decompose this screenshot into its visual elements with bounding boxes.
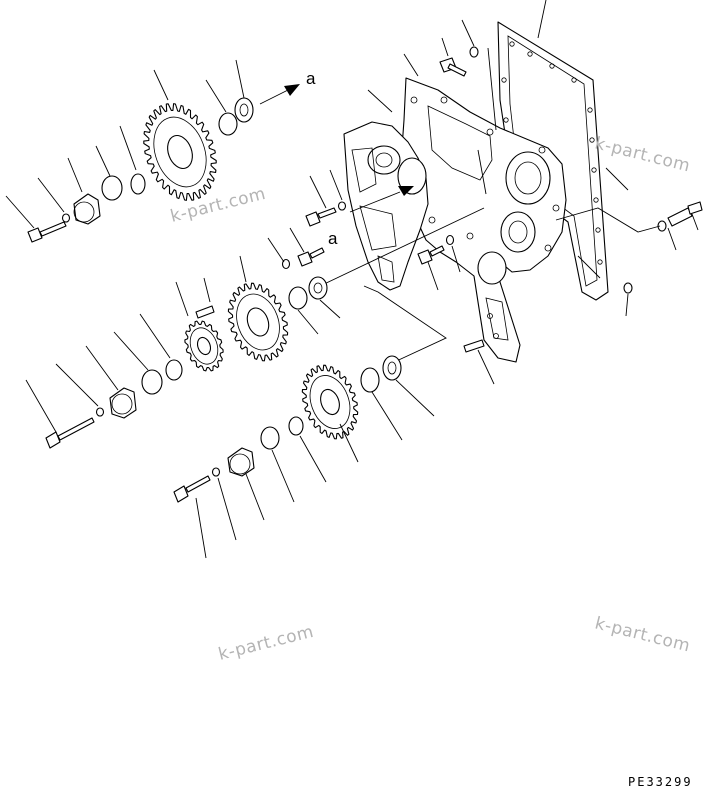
middle-large-gear — [227, 282, 289, 362]
middle-gear-leaders — [25, 255, 341, 433]
leader-plug — [625, 293, 629, 317]
leader-cover-right — [555, 207, 661, 233]
lower-lock-washer — [211, 467, 221, 477]
leader-dowel — [477, 349, 495, 385]
bushing-ring — [130, 173, 146, 195]
leader-cover — [403, 53, 419, 77]
gear-hub — [246, 307, 270, 337]
lock-washer — [61, 213, 71, 223]
large-upper-gear — [143, 103, 217, 201]
cover-washer-center — [445, 234, 455, 246]
assembly-guide-line — [363, 285, 447, 365]
upper-gear-leaders — [5, 59, 245, 229]
reference-arrow-upper — [259, 84, 300, 105]
leader-gasket-lower — [577, 255, 601, 279]
leader-mid-bolt-2 — [289, 227, 305, 253]
gear-hub — [167, 134, 193, 170]
mid-bolt-lower — [297, 247, 325, 267]
middle-bushing — [165, 359, 183, 381]
retainer-ring — [101, 175, 123, 201]
middle-thrust-washer — [288, 286, 308, 310]
lower-thrust-washer — [360, 367, 380, 393]
gear-hub — [196, 336, 212, 356]
gear-web-ring — [153, 116, 207, 188]
housing-bolt-bosses — [410, 96, 560, 252]
leader-plate — [367, 89, 393, 113]
leader-top-bolt — [441, 37, 449, 57]
cover-washer-right — [657, 220, 667, 232]
leader-gasket — [537, 0, 547, 39]
thrust-washer — [218, 112, 238, 136]
leader-top-washer — [461, 19, 475, 47]
dowel-pin — [195, 305, 215, 319]
gear-web-ring — [236, 293, 280, 351]
callout-a-lower: a — [328, 229, 338, 248]
top-bolt — [439, 46, 479, 77]
lower-retainer — [260, 426, 280, 450]
lower-shim — [382, 355, 402, 381]
callout-a-upper: a — [306, 69, 316, 88]
dowel-pin-lower — [463, 339, 485, 353]
lower-bushing — [288, 416, 304, 436]
idler-shaft-upper — [73, 193, 101, 225]
small-plug — [623, 282, 633, 294]
lower-gear-leaders — [195, 379, 435, 559]
leader-cover-washer — [451, 245, 461, 273]
cover-bolt-center — [417, 245, 445, 265]
idler-shaft-middle — [109, 387, 137, 419]
gear-case-plate — [343, 121, 429, 291]
leader-gasket-right — [605, 167, 629, 191]
middle-lock-washer — [95, 407, 105, 417]
middle-retainer — [141, 369, 163, 395]
front-cover-housing — [399, 77, 567, 363]
middle-long-bolt — [45, 417, 95, 449]
assembly-axis-line — [319, 207, 485, 287]
lower-bolt — [173, 475, 211, 503]
leader-mid-bolt — [309, 175, 327, 209]
reference-arrow-lower — [349, 186, 414, 213]
gasket-bolt-holes — [501, 41, 603, 265]
shim-washer — [234, 97, 254, 123]
leader-right-washer — [667, 227, 677, 251]
upper-shaft-bolt — [27, 221, 67, 243]
lower-gear — [301, 364, 359, 440]
gear-web-ring — [189, 327, 219, 365]
middle-small-gear — [184, 320, 224, 372]
gear-hub — [320, 388, 340, 416]
middle-shim — [308, 276, 328, 300]
idler-shaft-lower — [227, 447, 255, 477]
watermark-4: k-part.com — [593, 613, 693, 656]
watermark-3: k-part.com — [216, 622, 316, 665]
cover-bolt-right — [667, 201, 703, 227]
leader-housing-inner — [477, 149, 487, 195]
leader-cover-bolt — [427, 261, 439, 291]
mid-bolt-upper — [305, 201, 347, 227]
leader-housing-top — [487, 47, 497, 131]
leader-right-bolt — [691, 213, 699, 231]
leader-mid-washer — [329, 169, 343, 201]
gear-web-ring — [309, 375, 351, 429]
figure-code: PE33299 — [628, 775, 693, 787]
leader-mid-washer-2 — [267, 237, 285, 263]
